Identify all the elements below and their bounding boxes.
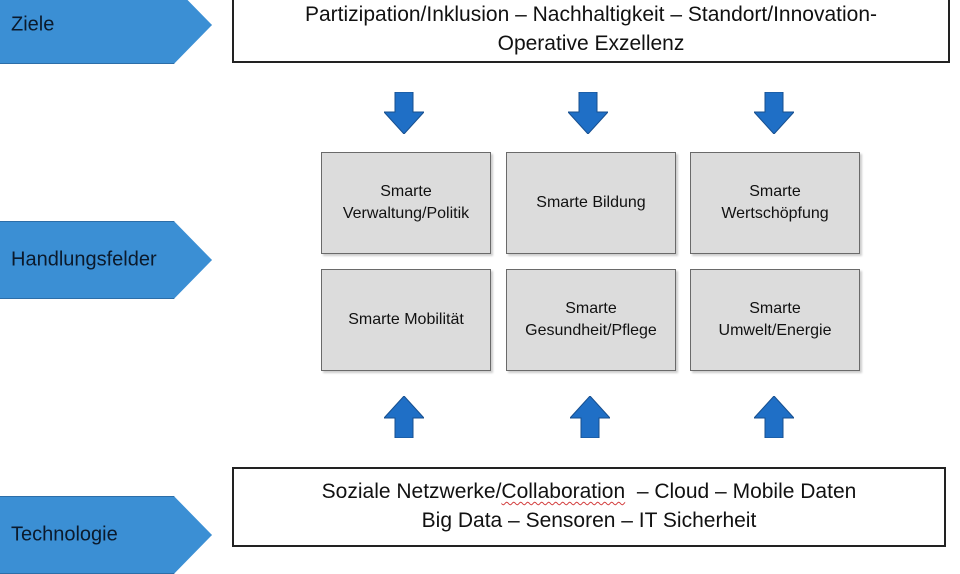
field-gesundheit-line-2: Gesundheit/Pflege <box>525 322 657 339</box>
field-bildung-line-1: Smarte Bildung <box>536 194 646 211</box>
down-arrow-icon <box>384 92 424 134</box>
technologie-line-1-part-c: – Cloud – Mobile Daten <box>625 480 857 503</box>
handlungsfelder-chevron: Handlungsfelder <box>0 221 212 299</box>
technologie-label: Technologie <box>11 523 118 546</box>
field-umwelt-energie: Smarte Umwelt/Energie <box>690 269 860 371</box>
field-umwelt-line-1: Smarte <box>749 300 801 317</box>
field-verwaltung-line-2: Verwaltung/Politik <box>342 205 470 222</box>
field-wertschoepfung-line-1: Smarte <box>749 183 801 200</box>
field-gesundheit-line-1: Smarte <box>565 300 617 317</box>
ziele-line-2: Operative Exzellenz <box>497 32 685 55</box>
down-arrow-icon <box>568 92 608 134</box>
field-wertschoepfung-line-2: Wertschöpfung <box>721 205 829 222</box>
technologie-box: Soziale Netzwerke/Collaboration – Cloud … <box>232 467 946 547</box>
technologie-line-1: Soziale Netzwerke/Collaboration – Cloud … <box>234 477 944 506</box>
field-mobilitaet: Smarte Mobilität <box>321 269 491 371</box>
ziele-box: Partizipation/Inklusion – Nachhaltigkeit… <box>232 0 950 63</box>
field-verwaltung-politik: Smarte Verwaltung/Politik <box>321 152 491 254</box>
technologie-chevron: Technologie <box>0 496 212 574</box>
field-wertschoepfung: Smarte Wertschöpfung <box>690 152 860 254</box>
ziele-line-1: Partizipation/Inklusion – Nachhaltigkeit… <box>304 3 877 26</box>
ziele-label: Ziele <box>11 13 55 36</box>
technologie-line-1-part-a: Soziale Netzwerke/ <box>321 480 502 503</box>
field-gesundheit-pflege: Smarte Gesundheit/Pflege <box>506 269 676 371</box>
up-arrow-icon <box>384 396 424 438</box>
technologie-line-2: Big Data – Sensoren – IT Sicherheit <box>421 509 757 532</box>
down-arrow-icon <box>754 92 794 134</box>
up-arrow-icon <box>570 396 610 438</box>
field-mobilitaet-line-1: Smarte Mobilität <box>348 311 464 328</box>
ziele-chevron: Ziele <box>0 0 212 64</box>
field-verwaltung-line-1: Smarte <box>380 183 432 200</box>
handlungsfelder-label: Handlungsfelder <box>11 248 157 271</box>
up-arrow-icon <box>754 396 794 438</box>
field-bildung: Smarte Bildung <box>506 152 676 254</box>
technologie-line-1-part-b: Collaboration <box>501 480 626 503</box>
field-umwelt-line-2: Umwelt/Energie <box>718 322 832 339</box>
